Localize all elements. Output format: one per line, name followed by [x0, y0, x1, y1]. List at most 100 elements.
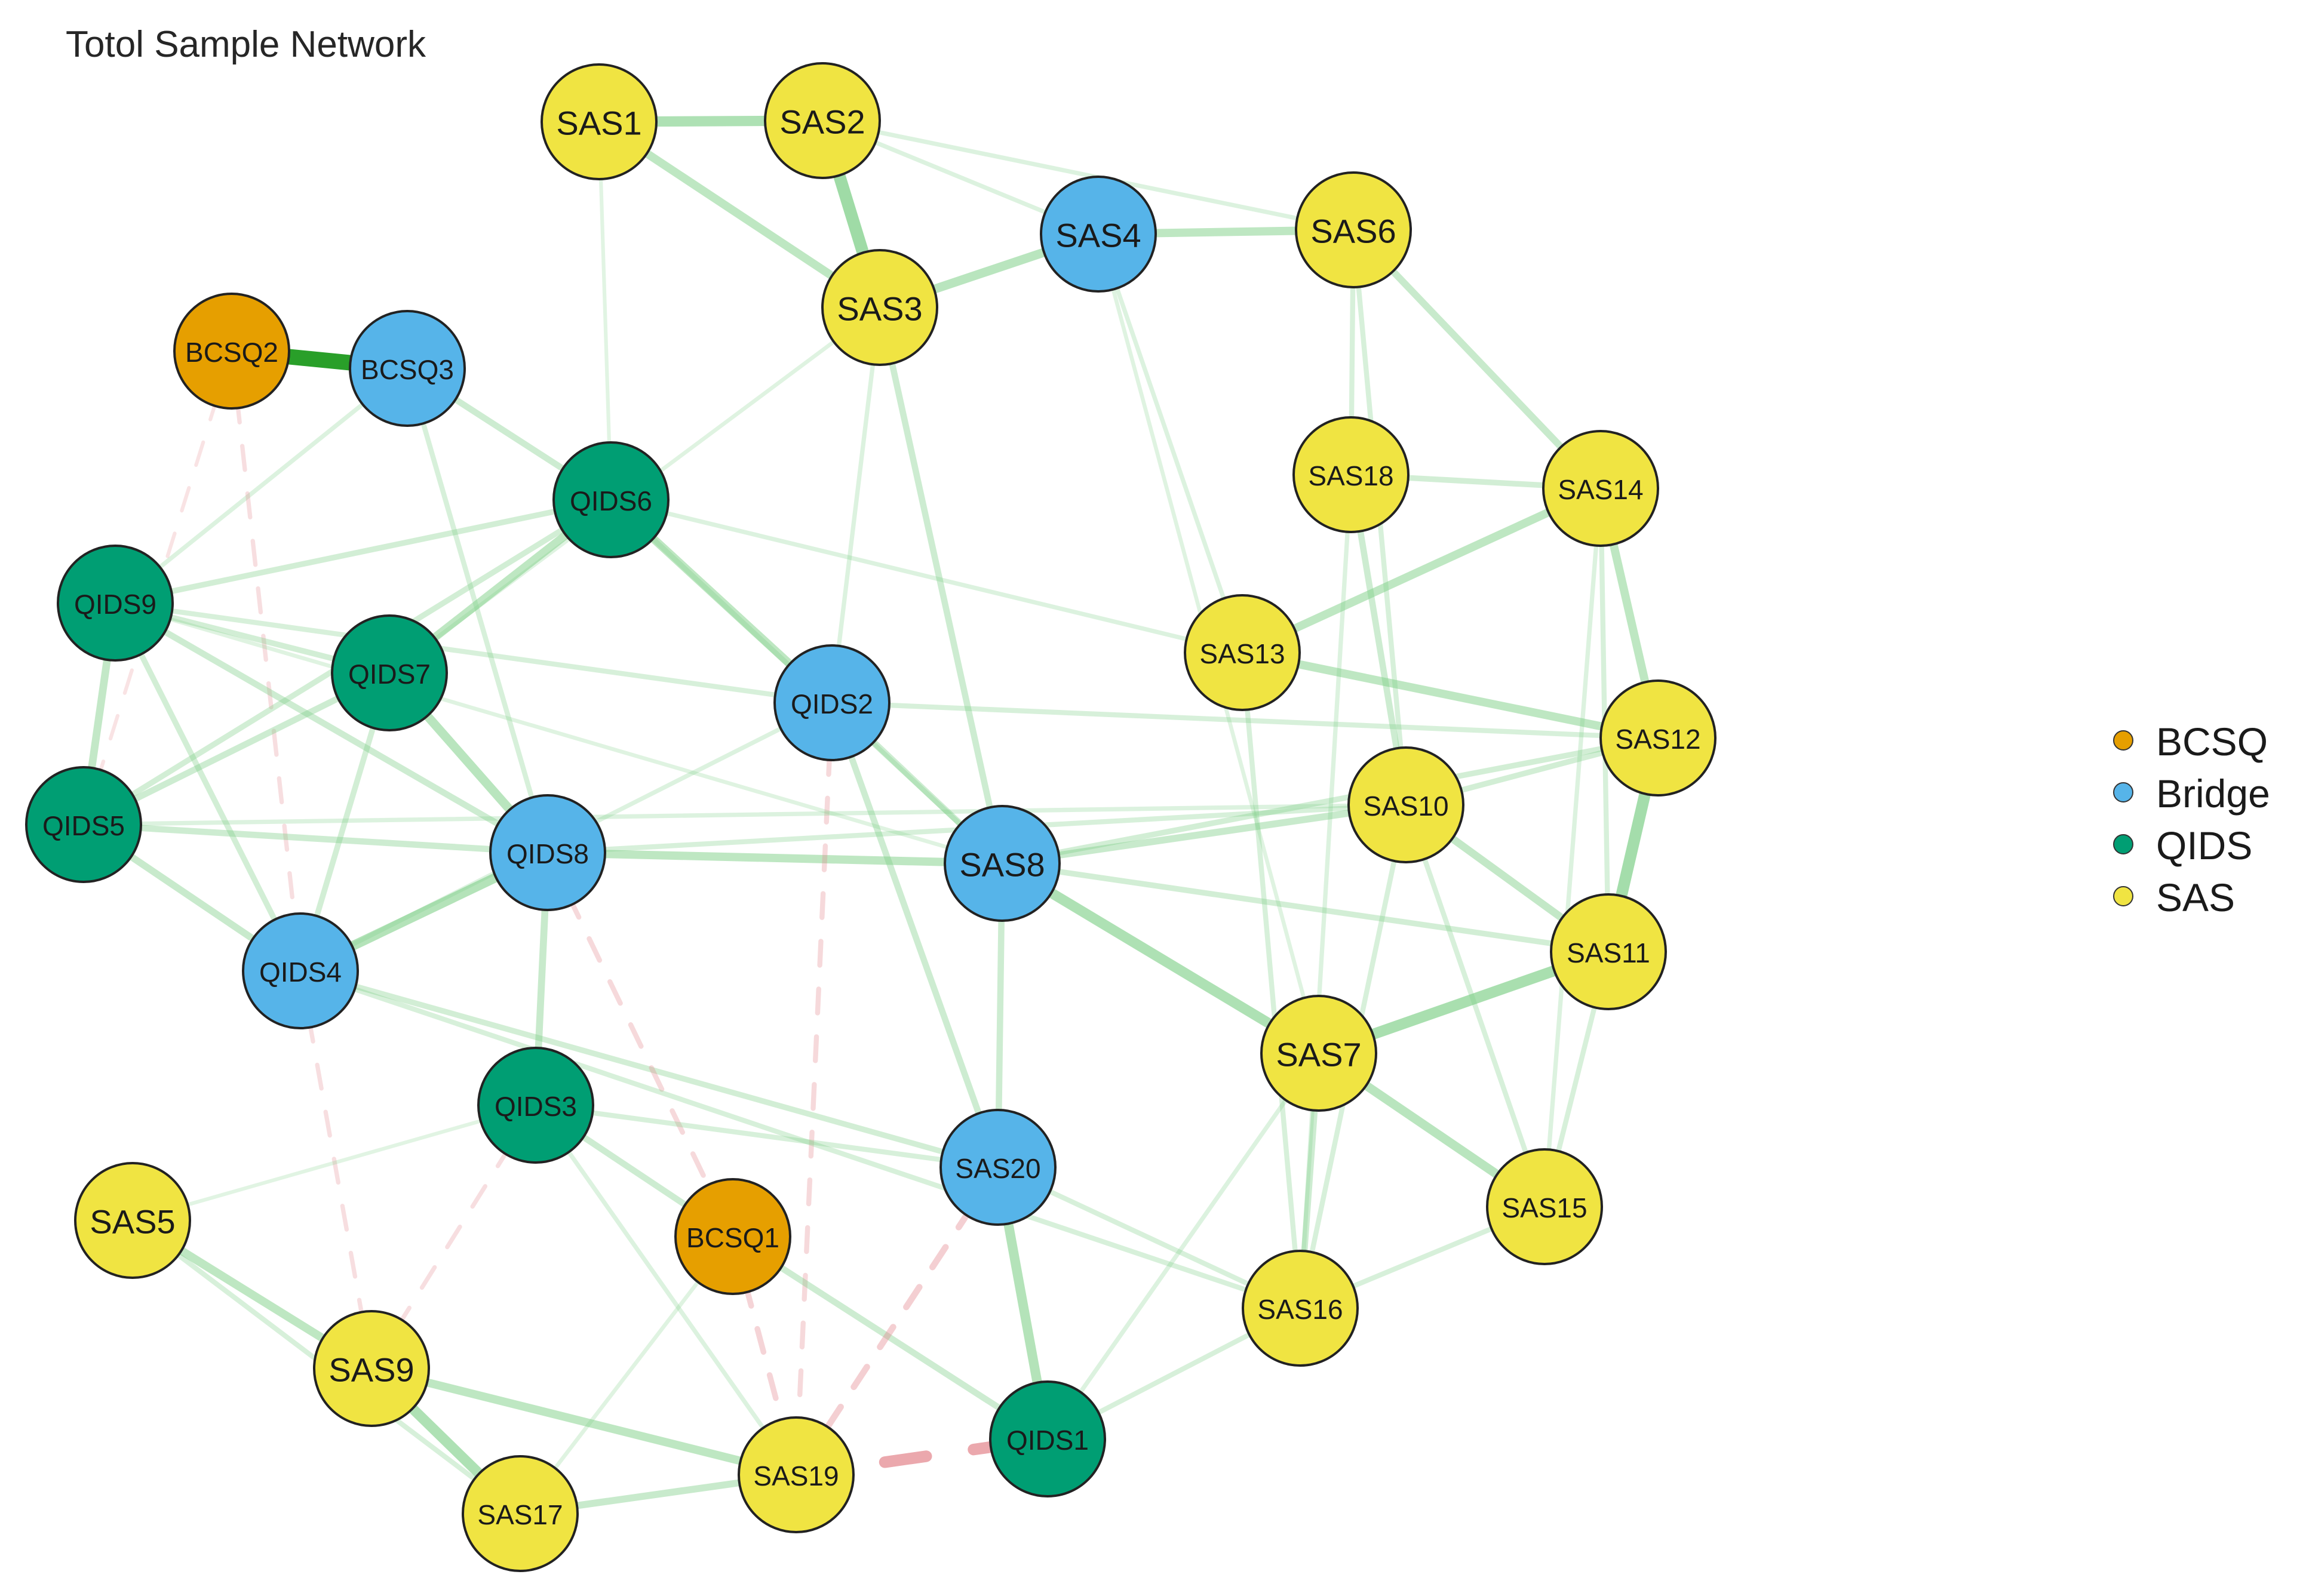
node-SAS13[interactable]: SAS13: [1184, 594, 1301, 711]
node-label: SAS7: [1276, 1036, 1361, 1074]
edge-SAS5-QIDS3: [130, 1103, 538, 1223]
edge-SAS8-SAS7: [997, 858, 1324, 1059]
node-circle[interactable]: [1292, 416, 1410, 533]
node-circle[interactable]: [1260, 995, 1377, 1112]
edge-SAS14-SAS13: [1238, 484, 1605, 657]
node-circle[interactable]: [331, 614, 448, 731]
node-label: QIDS9: [74, 589, 156, 620]
node-SAS15[interactable]: SAS15: [1486, 1148, 1603, 1265]
node-SAS4[interactable]: SAS4: [1040, 176, 1157, 293]
node-SAS8[interactable]: SAS8: [944, 805, 1061, 922]
edge-QIDS9-QIDS8: [112, 599, 551, 856]
node-label: QIDS8: [506, 838, 589, 869]
node-BCSQ3[interactable]: BCSQ3: [349, 310, 466, 427]
node-circle[interactable]: [1040, 176, 1157, 293]
node-label: QIDS3: [495, 1091, 577, 1122]
node-circle[interactable]: [1184, 594, 1301, 711]
node-circle[interactable]: [173, 293, 290, 410]
node-circle[interactable]: [1295, 171, 1412, 288]
node-circle[interactable]: [349, 310, 466, 427]
legend-item-bridge: Bridge: [2113, 771, 2270, 816]
node-SAS17[interactable]: SAS17: [462, 1455, 579, 1572]
legend-label: QIDS: [2156, 823, 2252, 868]
node-QIDS8[interactable]: QIDS8: [489, 794, 606, 911]
node-circle[interactable]: [74, 1162, 191, 1279]
node-SAS9[interactable]: SAS9: [313, 1310, 430, 1427]
node-circle[interactable]: [57, 545, 174, 662]
node-QIDS2[interactable]: QIDS2: [773, 644, 891, 761]
edge-BCSQ1-QIDS1: [729, 1233, 1051, 1443]
node-circle[interactable]: [1599, 679, 1717, 797]
node-circle[interactable]: [1242, 1250, 1359, 1367]
node-circle[interactable]: [1347, 746, 1464, 863]
node-label: SAS12: [1615, 724, 1700, 755]
node-SAS1[interactable]: SAS1: [541, 63, 658, 180]
node-QIDS1[interactable]: QIDS1: [989, 1380, 1106, 1497]
legend-swatch: [2113, 834, 2133, 854]
edge-QIDS2-SAS19: [793, 700, 835, 1478]
node-SAS5[interactable]: SAS5: [74, 1162, 191, 1279]
legend-swatch: [2113, 730, 2133, 751]
node-QIDS5[interactable]: QIDS5: [25, 766, 142, 883]
node-SAS18[interactable]: SAS18: [1292, 416, 1410, 533]
node-SAS6[interactable]: SAS6: [1295, 171, 1412, 288]
node-QIDS4[interactable]: QIDS4: [242, 912, 359, 1029]
edge-SAS20-QIDS4: [297, 968, 1001, 1170]
node-label: SAS10: [1363, 791, 1448, 822]
legend-label: SAS: [2156, 875, 2235, 920]
node-BCSQ1[interactable]: BCSQ1: [674, 1178, 791, 1295]
legend-swatch: [2113, 782, 2133, 802]
edge-QIDS4-SAS16: [297, 968, 1303, 1311]
node-QIDS9[interactable]: QIDS9: [57, 545, 174, 662]
node-circle[interactable]: [242, 912, 359, 1029]
node-QIDS6[interactable]: QIDS6: [552, 441, 670, 558]
node-circle[interactable]: [674, 1178, 791, 1295]
node-QIDS3[interactable]: QIDS3: [477, 1047, 594, 1164]
node-QIDS7[interactable]: QIDS7: [331, 614, 448, 731]
node-circle[interactable]: [541, 63, 658, 180]
edge-BCSQ3-QIDS9: [113, 366, 410, 605]
edge-QIDS8-BCSQ1: [545, 850, 736, 1240]
node-BCSQ2[interactable]: BCSQ2: [173, 293, 290, 410]
node-SAS10[interactable]: SAS10: [1347, 746, 1464, 863]
node-circle[interactable]: [25, 766, 142, 883]
edge-BCSQ3-QIDS8: [404, 365, 551, 856]
node-SAS14[interactable]: SAS14: [1542, 430, 1659, 547]
node-circle[interactable]: [821, 249, 938, 366]
edge-QIDS9-SAS8: [113, 601, 1005, 866]
legend-item-sas: SAS: [2113, 875, 2235, 920]
node-circle[interactable]: [738, 1416, 855, 1533]
node-circle[interactable]: [1542, 430, 1659, 547]
node-SAS16[interactable]: SAS16: [1242, 1250, 1359, 1367]
node-SAS11[interactable]: SAS11: [1550, 893, 1667, 1010]
node-circle[interactable]: [489, 794, 606, 911]
node-circle[interactable]: [313, 1310, 430, 1427]
node-circle[interactable]: [1486, 1148, 1603, 1265]
edge-SAS13-SAS12: [1238, 648, 1662, 742]
node-label: QIDS7: [348, 659, 431, 690]
node-SAS7[interactable]: SAS7: [1260, 995, 1377, 1112]
node-circle[interactable]: [462, 1455, 579, 1572]
node-SAS12[interactable]: SAS12: [1599, 679, 1717, 797]
node-label: SAS2: [779, 103, 865, 141]
node-circle[interactable]: [944, 805, 1061, 922]
node-SAS2[interactable]: SAS2: [764, 62, 881, 179]
node-circle[interactable]: [764, 62, 881, 179]
node-SAS3[interactable]: SAS3: [821, 249, 938, 366]
node-label: QIDS6: [570, 485, 652, 516]
edge-SAS18-SAS16: [1298, 472, 1353, 1311]
node-label: QIDS4: [259, 957, 342, 988]
node-circle[interactable]: [477, 1047, 594, 1164]
node-circle[interactable]: [552, 441, 670, 558]
node-label: SAS20: [955, 1153, 1040, 1184]
edge-QIDS5-SAS10: [81, 802, 1408, 827]
node-circle[interactable]: [1550, 893, 1667, 1010]
node-SAS20[interactable]: SAS20: [939, 1109, 1057, 1226]
node-circle[interactable]: [939, 1109, 1057, 1226]
node-circle[interactable]: [989, 1380, 1106, 1497]
node-circle[interactable]: [773, 644, 891, 761]
edge-SAS2-SAS6: [820, 118, 1356, 232]
edge-SAS6-SAS14: [1350, 226, 1604, 492]
node-SAS19[interactable]: SAS19: [738, 1416, 855, 1533]
